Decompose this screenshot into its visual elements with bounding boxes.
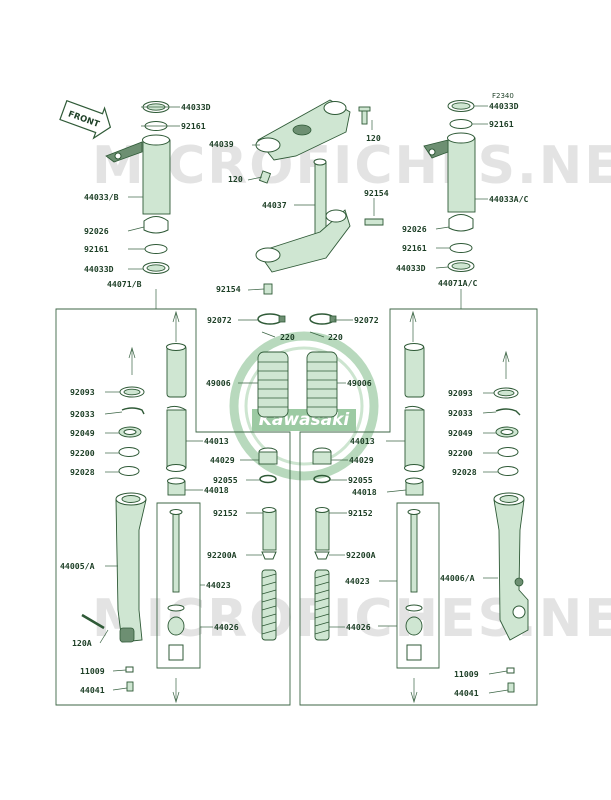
label-44026-a: 44026 [214, 622, 239, 632]
label-220-a: 220 [280, 332, 295, 342]
label-92026-a: 92026 [84, 226, 109, 236]
label-92161-a: 92161 [181, 121, 206, 131]
label-44041-b: 44041 [454, 688, 479, 698]
label-44033AC: 44033A/C [489, 194, 529, 204]
left-upper-fork-group [105, 101, 180, 274]
label-92055-b: 92055 [348, 475, 373, 485]
label-92072-b: 92072 [354, 315, 379, 325]
label-92161-c: 92161 [489, 119, 514, 129]
label-92200A-b: 92200A [346, 550, 376, 560]
left-assembly-box [55, 308, 291, 706]
label-44013-b: 44013 [350, 436, 375, 446]
label-44018-b: 44018 [352, 487, 377, 497]
right-fork-parts [312, 310, 529, 704]
label-44033D-c: 44033D [489, 101, 519, 111]
label-92072-a: 92072 [207, 315, 232, 325]
label-92049-b: 92049 [448, 428, 473, 438]
label-220-b: 220 [328, 332, 343, 342]
label-44039: 44039 [209, 139, 234, 149]
label-44029-a: 44029 [210, 455, 235, 465]
label-120A: 120A [72, 638, 92, 648]
label-92049-a: 92049 [70, 428, 95, 438]
label-11009-b: 11009 [454, 669, 479, 679]
right-assembly-box [299, 308, 538, 706]
label-44013-a: 44013 [204, 436, 229, 446]
watermark-top: MICROFICHES.NET [92, 136, 611, 196]
label-44023-a: 44023 [206, 580, 231, 590]
label-44026-b: 44026 [346, 622, 371, 632]
label-92028-b: 92028 [452, 467, 477, 477]
label-92154-a: 92154 [364, 188, 389, 198]
right-upper-fork-group [423, 100, 488, 272]
fork-boot-group [238, 313, 353, 418]
label-44033D-d: 44033D [396, 263, 426, 273]
figure-code: F2340 [492, 92, 514, 100]
label-44071AC: 44071A/C [438, 278, 478, 288]
label-92200-a: 92200 [70, 448, 95, 458]
label-92152-a: 92152 [213, 508, 238, 518]
label-92033-a: 92033 [70, 409, 95, 419]
label-49006-a: 49006 [206, 378, 231, 388]
label-44071B: 44071/B [107, 279, 142, 289]
label-44005A: 44005/A [60, 561, 95, 571]
watermark-bottom: MICROFICHES.NET [92, 589, 611, 649]
label-92200A-a: 92200A [207, 550, 237, 560]
label-44033B: 44033/B [84, 192, 119, 202]
label-92154-b: 92154 [216, 284, 241, 294]
label-44033D-b: 44033D [84, 264, 114, 274]
label-92028-a: 92028 [70, 467, 95, 477]
label-120-b: 120 [228, 174, 243, 184]
right-inner-box [396, 502, 440, 669]
label-44006A: 44006/A [440, 573, 475, 583]
left-fork-parts [81, 310, 278, 704]
label-92093-a: 92093 [70, 387, 95, 397]
label-92093-b: 92093 [448, 388, 473, 398]
steering-clamp-group [247, 99, 384, 295]
label-44041-a: 44041 [80, 685, 105, 695]
label-44018-a: 44018 [204, 485, 229, 495]
label-92161-b: 92161 [84, 244, 109, 254]
left-inner-box [156, 502, 201, 669]
label-44023-b: 44023 [345, 576, 370, 586]
label-44037: 44037 [262, 200, 287, 210]
label-44033D-a: 44033D [181, 102, 211, 112]
label-120-a: 120 [366, 133, 381, 143]
label-44029-b: 44029 [349, 455, 374, 465]
label-92152-b: 92152 [348, 508, 373, 518]
label-92055-a: 92055 [213, 475, 238, 485]
label-92161-d: 92161 [402, 243, 427, 253]
front-arrow-icon: FRONT [59, 99, 112, 140]
label-92026-b: 92026 [402, 224, 427, 234]
label-11009-a: 11009 [80, 666, 105, 676]
label-92200-b: 92200 [448, 448, 473, 458]
label-49006-b: 49006 [347, 378, 372, 388]
label-92033-b: 92033 [448, 408, 473, 418]
